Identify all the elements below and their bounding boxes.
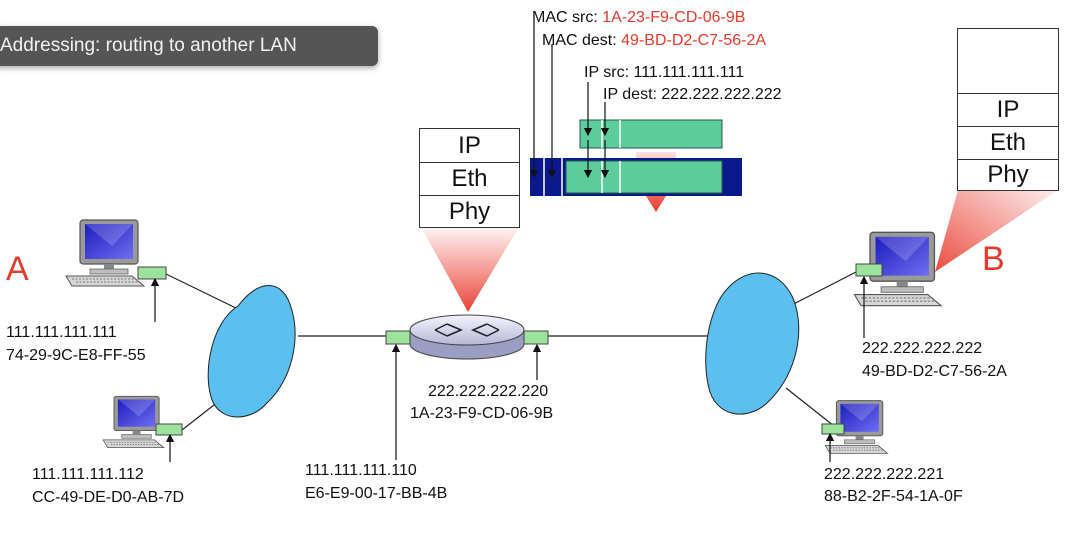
router-right-mac: 1A-23-F9-CD-06-9B bbox=[410, 405, 554, 422]
ip-src-label: IP src: 111.111.111.111 bbox=[584, 64, 745, 81]
host-a2-ip: 111.111.111.112 bbox=[32, 466, 144, 483]
router-layer-eth: Eth bbox=[420, 162, 519, 195]
host-b-layer-phy: Phy bbox=[958, 159, 1058, 191]
host-a-ip: 111.111.111.111 bbox=[6, 324, 117, 341]
router-icon bbox=[409, 314, 525, 360]
router-layer-ip: IP bbox=[458, 132, 481, 159]
router-layer-phy: Phy bbox=[420, 195, 519, 228]
router-protocol-stack: IP Eth Phy bbox=[419, 128, 520, 228]
ip-dest-label: IP dest: 222.222.222.222 bbox=[603, 86, 782, 103]
host-b-protocol-stack: IP Eth Phy bbox=[957, 28, 1059, 191]
host-b2-mac: 88-B2-2F-54-1A-0F bbox=[824, 488, 963, 505]
slide-title: Addressing: routing to another LAN bbox=[0, 26, 378, 66]
host-a2-mac: CC-49-DE-D0-AB-7D bbox=[32, 489, 185, 506]
header-field-pointers bbox=[529, 22, 610, 179]
mac-dest-line: MAC dest: 49-BD-D2-C7-56-2A bbox=[542, 32, 766, 50]
host-b-mac: 49-BD-D2-C7-56-2A bbox=[862, 363, 1007, 380]
ethernet-frame bbox=[530, 158, 742, 196]
mac-src-line: MAC src: 1A-23-F9-CD-06-9B bbox=[532, 9, 745, 27]
router-left-ip: 111.111.111.110 bbox=[305, 462, 417, 479]
mac-src-label: MAC src: bbox=[532, 9, 598, 26]
mac-dest-value: 49-BD-D2-C7-56-2A bbox=[621, 32, 767, 49]
host-b2-ip: 222.222.222.221 bbox=[824, 466, 945, 483]
router-right-ip: 222.222.222.220 bbox=[428, 383, 549, 400]
mac-dest-label: MAC dest: bbox=[542, 32, 617, 49]
mac-src-value: 1A-23-F9-CD-06-9B bbox=[602, 9, 746, 26]
host-b-label: B bbox=[982, 240, 1005, 278]
host-b-zoom-beam bbox=[935, 190, 1058, 272]
host-a2-computer-icon bbox=[102, 395, 165, 449]
host-a-mac: 74-29-9C-E8-FF-55 bbox=[6, 347, 146, 364]
host-b-upper-layers bbox=[958, 29, 1058, 93]
host-b-ip: 222.222.222.222 bbox=[862, 340, 983, 357]
address-pointers bbox=[150, 275, 869, 462]
host-b-layer-eth: Eth bbox=[958, 126, 1058, 159]
router-left-mac: E6-E9-00-17-BB-4B bbox=[305, 485, 448, 502]
host-a-computer-icon bbox=[65, 219, 145, 287]
ip-datagram bbox=[579, 119, 723, 149]
host-a-label: A bbox=[6, 250, 29, 288]
lan-cloud-left bbox=[207, 285, 296, 418]
nic-adapters bbox=[137, 263, 883, 436]
host-b-layer-ip: IP bbox=[958, 93, 1058, 126]
lan-cloud-right bbox=[705, 272, 800, 415]
router-zoom-beam bbox=[421, 227, 519, 312]
